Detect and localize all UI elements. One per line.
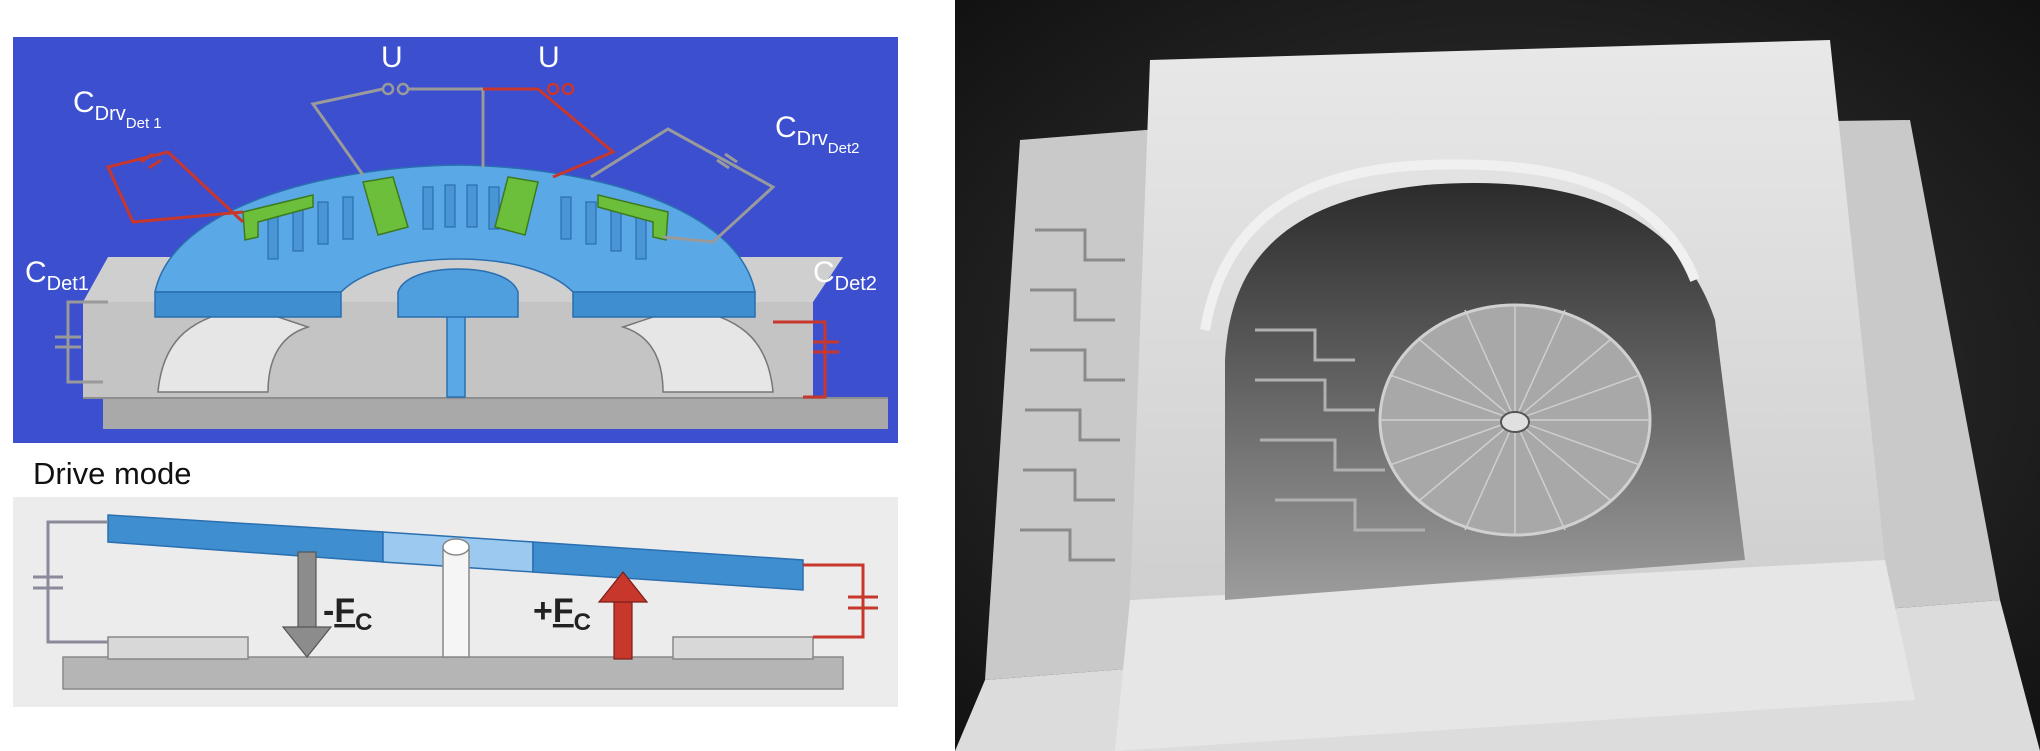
red-wires	[105, 87, 827, 399]
drive-electrode-1	[242, 194, 314, 241]
gyroscope-disk-edge	[154, 291, 756, 318]
drive-mode-caption: Drive mode	[33, 456, 192, 491]
label-cdrvdet1: CDrvDet 1	[73, 86, 162, 132]
voltage-label-right: U	[538, 41, 560, 74]
voltage-label-left: U	[381, 41, 403, 74]
gyroscope-schematic: U U CDrvDet 1 CDrvDet2 CDet1 CDet2	[13, 37, 898, 443]
drive-electrode-2	[362, 176, 409, 236]
cavity-arch-rim	[1200, 159, 1700, 331]
capacitor-cdrvdet2	[716, 152, 738, 170]
force-arrow-up-icon	[597, 571, 649, 660]
rotor-hub	[1500, 411, 1530, 433]
capacitor-cdet2	[813, 340, 839, 354]
rotor-spokes	[1380, 305, 1650, 535]
drive-capacitor-right	[848, 595, 878, 610]
capacitor-cdet1	[55, 335, 81, 349]
pivot-post-top	[442, 538, 470, 556]
drive-electrode-right	[672, 636, 814, 660]
drive-red-wire	[803, 563, 865, 639]
drive-mode-schematic: -FC +FC	[13, 497, 898, 707]
drive-capacitor-left	[33, 575, 63, 590]
substrate-plate	[103, 397, 888, 429]
label-cdet2: CDet2	[813, 256, 877, 295]
pivot-post	[442, 546, 470, 658]
capacitor-cdrvdet1	[140, 152, 162, 170]
label-cdet1: CDet1	[25, 256, 89, 295]
drive-electrode-3	[494, 176, 539, 236]
force-label-positive: +FC	[533, 592, 591, 636]
comb-fingers	[267, 184, 647, 260]
drive-electrodes	[242, 176, 669, 241]
inner-traces	[1255, 328, 1425, 532]
gyroscope-hub	[397, 268, 519, 318]
force-arrow-down-icon	[281, 551, 333, 658]
sem-micrograph	[955, 0, 2040, 751]
force-label-negative: -FC	[323, 592, 372, 636]
drive-electrode-4	[597, 194, 669, 241]
label-cdrvdet2: CDrvDet2	[775, 111, 859, 157]
cap-block-front	[1115, 560, 1915, 751]
drive-gray-wire	[46, 520, 108, 644]
drive-base-plate	[62, 656, 844, 690]
drive-electrode-left	[107, 636, 249, 660]
circuit-traces	[1020, 228, 1125, 562]
tilted-beam-right	[532, 541, 804, 591]
voltage-terminals	[381, 82, 575, 96]
substrate-plate-top	[83, 397, 888, 399]
